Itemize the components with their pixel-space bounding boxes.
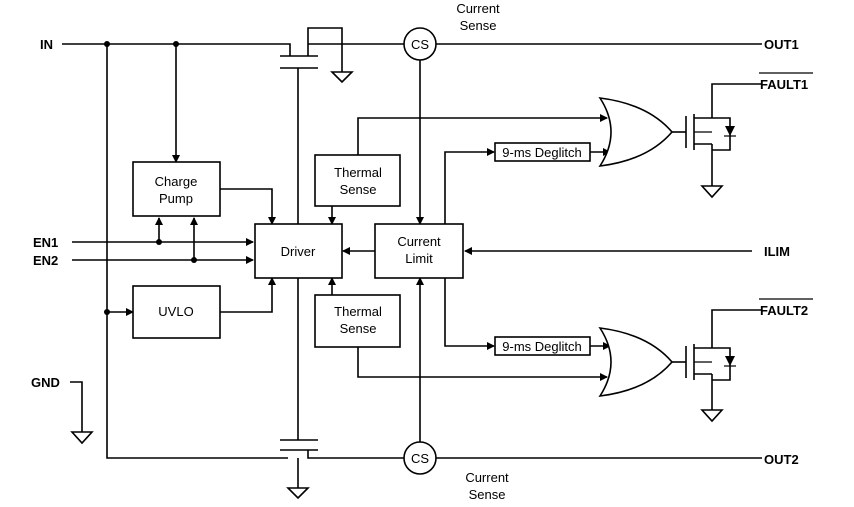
current-sense-bottom-line2: Sense [469,487,506,502]
cs-bottom-node: CS [403,441,437,475]
cs-bottom-label: CS [411,451,429,466]
ground-icon [700,185,724,199]
charge-pump-block: Charge Pump [132,161,221,217]
pin-fault2-label: FAULT2 [760,303,808,318]
ground-icon [70,431,94,445]
thermal-sense-top-line1: Thermal [334,165,382,180]
pin-gnd-label: GND [31,375,60,390]
thermal-sense-bottom-block: Thermal Sense [314,294,401,348]
pin-out2-label: OUT2 [764,452,799,467]
pin-en2-label: EN2 [33,253,58,268]
current-limit-line1: Current [397,234,441,249]
wiring [62,27,762,488]
current-sense-top-line2: Sense [460,18,497,33]
current-limit-line2: Limit [405,251,433,266]
deglitch-top-block: 9-ms Deglitch [494,142,591,162]
ground-icon [700,409,724,423]
charge-pump-label-line1: Charge [155,174,198,189]
pin-out1-label: OUT1 [764,37,799,52]
deglitch-bottom-label: 9-ms Deglitch [502,339,581,354]
pin-in-label: IN [40,37,53,52]
fault2-output-fet [685,344,736,380]
cs-top-label: CS [411,37,429,52]
pin-ilim-label: ILIM [764,244,790,259]
driver-label: Driver [281,244,316,259]
junctions [104,41,197,315]
cs-top-node: CS [403,27,437,61]
ground-icon [286,487,310,500]
current-sense-top-line1: Current [456,1,500,16]
fault1-output-fet [685,114,736,150]
top-power-mosfet [280,55,318,69]
thermal-sense-bottom-line2: Sense [340,321,377,336]
uvlo-block: UVLO [132,285,221,339]
charge-pump-label-line2: Pump [159,191,193,206]
deglitch-bottom-block: 9-ms Deglitch [494,336,591,356]
driver-block: Driver [254,223,343,279]
deglitch-top-label: 9-ms Deglitch [502,145,581,160]
ground-icon [330,71,354,84]
thermal-sense-top-block: Thermal Sense [314,154,401,207]
pin-en1-label: EN1 [33,235,58,250]
bottom-power-mosfet [280,439,318,451]
thermal-sense-top-line2: Sense [340,182,377,197]
thermal-sense-bottom-line1: Thermal [334,304,382,319]
current-limit-block: Current Limit [374,223,464,279]
uvlo-label: UVLO [158,304,193,319]
pin-fault1-label: FAULT1 [760,77,808,92]
or-gate-bottom [598,326,674,398]
or-gate-top [598,96,674,168]
current-sense-bottom-line1: Current [465,470,509,485]
